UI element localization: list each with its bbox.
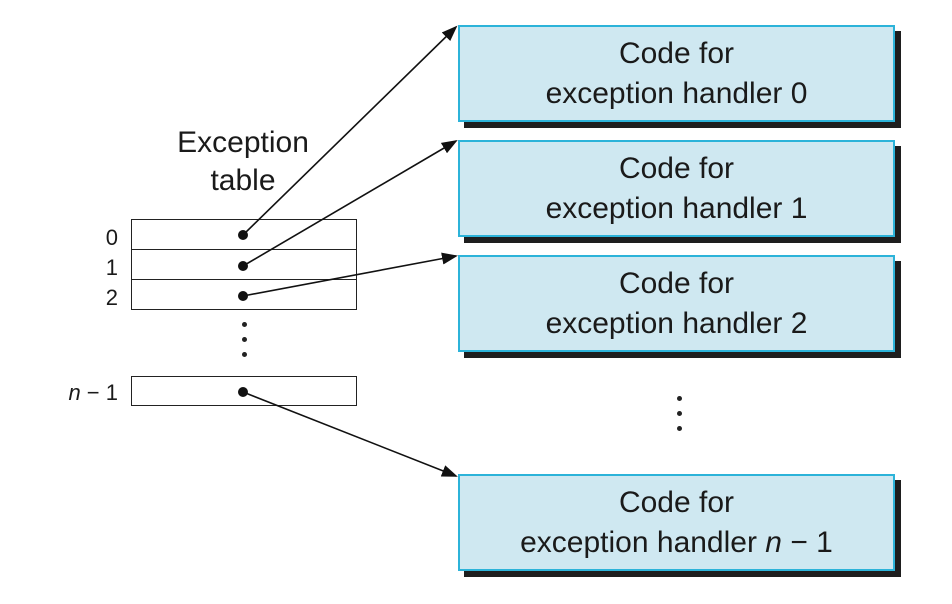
exception-table-title: Exception table <box>130 124 356 200</box>
table-index-1: 1 <box>105 255 118 280</box>
arrow-1 <box>242 139 458 267</box>
handler-2-line1: Code for <box>618 266 735 300</box>
table-ellipsis <box>239 322 249 367</box>
handler-last-line2-var: n <box>765 525 782 559</box>
handler-1-line1: Code for <box>618 151 735 185</box>
pointer-dot-last <box>238 387 248 397</box>
exception-table-title-line2: table <box>210 164 276 197</box>
exception-table-title-line1: Exception <box>177 126 309 159</box>
handler-box-2: Code for exception handler 2 <box>458 255 895 352</box>
table-index-0: 0 <box>105 225 118 250</box>
table-index-2: 2 <box>105 285 118 310</box>
table-index-last-var: n <box>68 380 81 405</box>
pointer-dot-0 <box>238 230 248 240</box>
handler-0-line2: exception handler 0 <box>545 76 808 110</box>
handler-box-1: Code for exception handler 1 <box>458 140 895 237</box>
handler-last-line2: exception handler n − 1 <box>520 523 833 563</box>
table-index-last-suffix: − 1 <box>80 380 118 405</box>
handler-1-line2: exception handler 1 <box>545 191 808 225</box>
handler-0-line1: Code for <box>618 36 735 70</box>
table-index-last: n − 1 <box>38 381 118 405</box>
handler-2-line2: exception handler 2 <box>545 306 808 340</box>
handler-last-line2-suffix: − 1 <box>781 525 833 559</box>
handler-last-line2-prefix: exception handler <box>520 525 766 559</box>
arrow-last <box>242 391 458 477</box>
table-row-1 <box>132 250 356 280</box>
handler-box-0: Code for exception handler 0 <box>458 25 895 122</box>
handler-ellipsis <box>674 396 684 441</box>
table-row-0 <box>132 220 356 250</box>
handler-last-line1: Code for <box>618 485 735 519</box>
handler-box-last: Code for exception handler n − 1 <box>458 474 895 571</box>
arrow-2 <box>242 252 458 297</box>
pointer-dot-1 <box>238 261 248 271</box>
pointer-dot-2 <box>238 291 248 301</box>
arrow-0 <box>242 25 458 236</box>
